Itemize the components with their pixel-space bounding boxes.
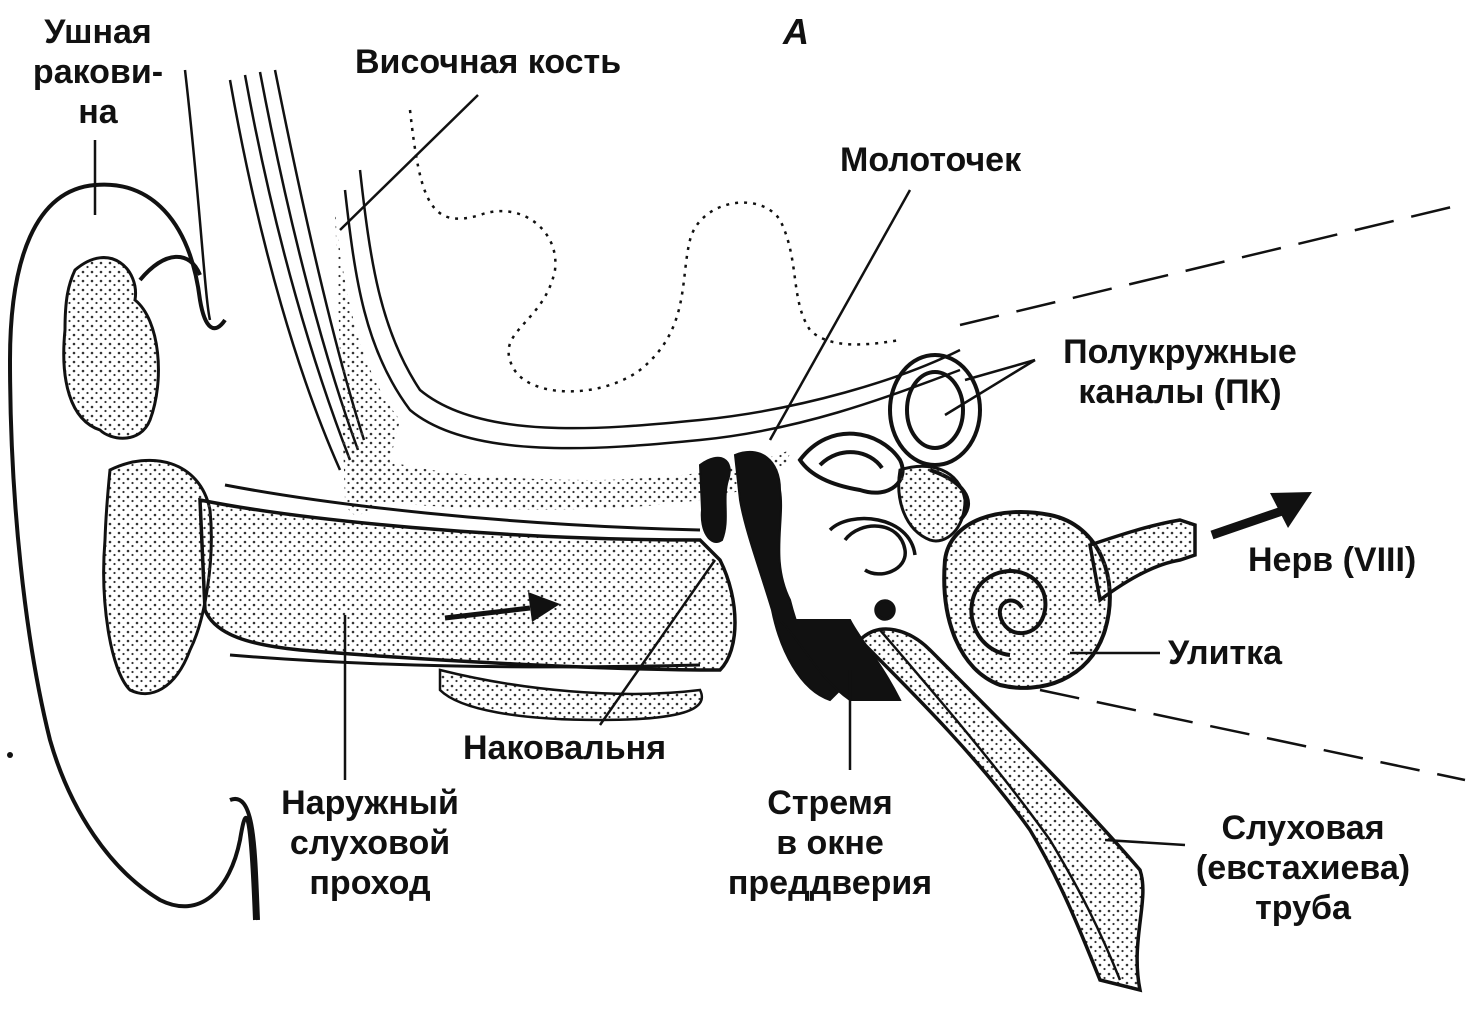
label-semicircular-canals: Полукружные каналы (ПК): [1035, 332, 1325, 412]
label-pinna: Ушная ракови- на: [18, 12, 178, 132]
label-cochlea: Улитка: [1168, 633, 1282, 673]
nerve-arrow: [1212, 492, 1312, 535]
label-nerve: Нерв (VIII): [1248, 540, 1416, 580]
label-temporal-bone: Височная кость: [355, 42, 621, 82]
figure-letter: А: [783, 12, 809, 52]
label-incus: Наковальня: [463, 728, 666, 768]
label-malleus: Молоточек: [840, 140, 1021, 180]
cochlea: [944, 512, 1110, 688]
label-ear-canal: Наружный слуховой проход: [255, 783, 485, 903]
canal-lower-stipple: [440, 670, 702, 720]
vestibule: [899, 466, 965, 541]
tragus: [104, 460, 212, 693]
stapes: [830, 519, 915, 619]
brain-outline: [410, 110, 900, 391]
stray-dot: [7, 752, 13, 758]
label-stapes: Стремя в окне преддверия: [700, 783, 960, 903]
auditory-nerve: [1090, 520, 1195, 600]
concha: [64, 258, 159, 439]
label-eustachian-tube: Слуховая (евстахиева) труба: [1168, 808, 1438, 928]
